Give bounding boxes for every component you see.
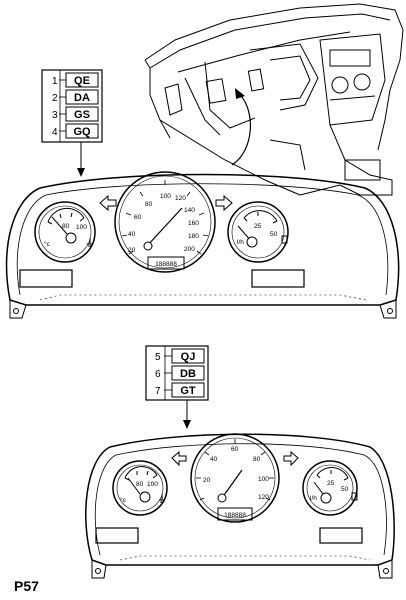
fuel-pump-icon bbox=[281, 235, 288, 244]
instrument-cluster-bottom: 80 100 °c 20 40 60 80 100 120 bbox=[85, 433, 395, 579]
legend-code: GQ bbox=[73, 126, 91, 138]
speed-tick-label: 140 bbox=[184, 207, 195, 214]
temp-unit-label: °c bbox=[44, 240, 51, 248]
fuel-tick-label: 50 bbox=[270, 231, 278, 238]
fuel-tick-label: 50 bbox=[341, 486, 349, 493]
fuel-gauge: 25 50 l/h bbox=[227, 201, 289, 263]
legend-index: 1 bbox=[52, 76, 58, 87]
speed-tick-label: 40 bbox=[210, 456, 218, 463]
dashboard-sketch bbox=[144, 3, 404, 196]
legend-index: 7 bbox=[155, 386, 161, 397]
legend-code: DB bbox=[180, 368, 196, 380]
speedometer: 20 40 60 80 100 120 188888 bbox=[190, 433, 280, 523]
page-label: P57 bbox=[14, 578, 39, 594]
speed-tick-label: 100 bbox=[160, 193, 171, 200]
fuel-gauge: 25 50 l/h bbox=[302, 460, 358, 516]
speed-tick-label: 120 bbox=[175, 195, 186, 202]
speed-tick-label: 20 bbox=[128, 247, 136, 254]
pointer-arrow-head bbox=[235, 88, 245, 99]
legend-bottom: 5 6 7 QJ DB GT bbox=[145, 345, 209, 429]
temperature-gauge: 80 100 °c bbox=[112, 460, 168, 516]
coolant-icon bbox=[87, 238, 93, 247]
gauge-needle-hub bbox=[320, 492, 332, 504]
odometer-display bbox=[217, 507, 253, 521]
odometer-display bbox=[147, 256, 185, 270]
speed-tick-label: 60 bbox=[231, 446, 239, 453]
legend-code: QJ bbox=[181, 351, 196, 363]
temp-unit-label: °c bbox=[120, 496, 127, 504]
temp-tick-label: 100 bbox=[76, 224, 87, 231]
fuel-unit-label: l/h bbox=[237, 239, 244, 246]
turn-right-arrow-icon bbox=[283, 450, 299, 467]
speed-tick-label: 60 bbox=[134, 214, 142, 221]
turn-left-arrow-icon bbox=[99, 194, 117, 212]
speed-tick-label: 180 bbox=[188, 233, 199, 240]
legend-code: GT bbox=[180, 385, 196, 397]
legend-index: 6 bbox=[155, 369, 161, 380]
temperature-gauge: 80 100 °c bbox=[34, 201, 96, 263]
legend-code: DA bbox=[74, 92, 90, 104]
speed-tick-label: 120 bbox=[258, 494, 269, 501]
coolant-icon bbox=[159, 494, 165, 503]
fuel-tick-label: 25 bbox=[327, 480, 335, 487]
gauge-needle-hub bbox=[139, 491, 151, 503]
fuel-tick-label: 25 bbox=[254, 223, 262, 230]
gauge-needle-hub bbox=[143, 241, 153, 251]
temp-tick-label: 100 bbox=[147, 481, 158, 488]
speed-tick-label: 200 bbox=[184, 246, 195, 253]
turn-right-arrow-icon bbox=[215, 194, 233, 212]
legend-code: GS bbox=[74, 109, 90, 121]
odometer-value: 188888 bbox=[224, 512, 246, 519]
fuel-unit-label: l/h bbox=[310, 495, 317, 502]
legend-index: 3 bbox=[52, 110, 58, 121]
speed-tick-label: 80 bbox=[253, 456, 261, 463]
legend-code: QE bbox=[74, 75, 90, 87]
legend-index: 4 bbox=[52, 127, 58, 138]
speed-tick-label: 80 bbox=[145, 201, 153, 208]
pointer-arrow-curve bbox=[231, 94, 251, 166]
speed-tick-label: 20 bbox=[203, 477, 211, 484]
temp-tick-label: 80 bbox=[62, 223, 70, 230]
speed-tick-label: 40 bbox=[128, 231, 136, 238]
gauge-needle-hub bbox=[217, 493, 227, 503]
legend-index: 2 bbox=[52, 93, 58, 104]
legend-index: 5 bbox=[155, 352, 161, 363]
instrument-cluster-top: 80 100 °c 20 40 60 80 100 120 140 160 18… bbox=[5, 171, 400, 319]
speedometer: 20 40 60 80 100 120 140 160 180 200 bbox=[114, 171, 216, 273]
gauge-needle-hub bbox=[246, 236, 258, 248]
speed-tick-label: 100 bbox=[258, 476, 269, 483]
odometer-value: 188888 bbox=[155, 261, 177, 268]
legend-top: 1 2 3 4 QE DA GS GQ bbox=[41, 69, 103, 177]
fuel-pump-icon bbox=[351, 492, 358, 501]
turn-left-arrow-icon bbox=[171, 450, 187, 467]
temp-tick-label: 80 bbox=[136, 481, 144, 488]
gauge-needle-hub bbox=[65, 232, 77, 244]
speed-tick-label: 160 bbox=[188, 220, 199, 227]
